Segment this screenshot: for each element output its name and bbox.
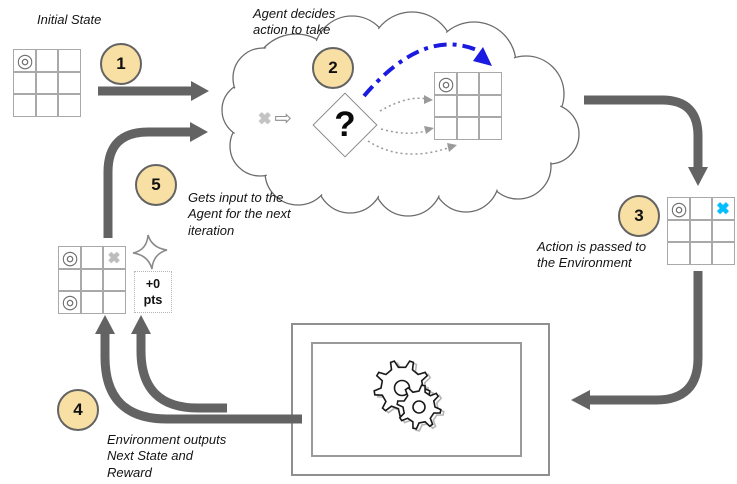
grid-cell	[35, 93, 59, 117]
grid-cell	[711, 219, 735, 243]
grid-cell	[57, 49, 81, 73]
step-badge-2: 2	[312, 47, 354, 89]
flow-arrow-action-to-env	[571, 271, 703, 410]
considered-state-grid: ◎	[434, 72, 502, 140]
grid-cell	[57, 93, 81, 117]
gets-input-line1: Gets input to the	[188, 190, 284, 205]
flow-arrow-step4-state	[95, 315, 302, 424]
grid-cell	[80, 268, 104, 292]
action-passed-label: Action is passed to the Environment	[537, 239, 646, 272]
grid-cell	[13, 93, 37, 117]
chosen-action-arrow	[362, 42, 492, 98]
initial-state-grid: ◎	[13, 49, 81, 117]
grid-cell	[102, 268, 126, 292]
grid-cell	[102, 290, 126, 314]
grid-cell	[434, 116, 458, 140]
flow-arrow-step4-reward	[131, 315, 227, 413]
grid-cell	[58, 268, 82, 292]
env-outputs-line3: Reward	[107, 464, 152, 480]
next-state-grid: ◎ ✖ ◎	[58, 246, 126, 314]
step-badge-4: 4	[57, 389, 99, 431]
grid-cell	[456, 72, 480, 96]
candidate-move-arrows	[367, 97, 449, 155]
environment-inner-box	[311, 342, 522, 457]
initial-state-label: Initial State	[37, 12, 102, 27]
gets-input-line2: Agent for the next	[188, 206, 291, 222]
grid-cell	[478, 116, 502, 140]
step-badge-5: 5	[135, 164, 177, 206]
gets-input-label: Gets input to the Agent for the next ite…	[188, 190, 291, 239]
grid-cell	[478, 72, 502, 96]
grid-cell	[35, 49, 59, 73]
grid-cell	[57, 71, 81, 95]
grid-cell: ◎	[13, 49, 37, 73]
step-badge-1: 1	[100, 43, 142, 85]
agent-decides-line1: Agent decides	[253, 6, 336, 21]
action-passed-line1: Action is passed to	[537, 239, 647, 254]
flow-arrow-step5	[103, 122, 208, 238]
grid-cell: ◎	[434, 72, 458, 96]
action-state-grid: ◎ ✖	[667, 197, 735, 265]
grid-cell	[35, 71, 59, 95]
star-icon	[132, 234, 168, 270]
grid-cell	[456, 94, 480, 118]
gets-input-line3: iteration	[188, 222, 235, 238]
grid-cell	[13, 71, 37, 95]
agent-decides-line2: action to take	[253, 22, 331, 38]
grid-cell	[478, 94, 502, 118]
grid-cell: ✖	[711, 197, 735, 221]
candidate-move-arrowheads	[424, 95, 457, 152]
grid-cell	[456, 116, 480, 140]
reward-unit: pts	[143, 293, 163, 307]
gear-icon	[373, 360, 445, 432]
grid-cell: ◎	[58, 246, 82, 270]
step-badge-3: 3	[618, 195, 660, 237]
env-outputs-line2: Next State and	[107, 448, 193, 464]
question-mark: ?	[334, 105, 356, 144]
env-outputs-line1: Environment outputs	[107, 432, 227, 447]
env-outputs-label: Environment outputs Next State and Rewar…	[107, 432, 226, 481]
grid-cell: ◎	[667, 197, 691, 221]
flow-arrow-step1	[98, 81, 209, 101]
grid-cell: ◎	[58, 290, 82, 314]
grid-cell	[711, 241, 735, 265]
grid-cell	[80, 246, 104, 270]
agent-decides-label: Agent decides action to take	[253, 6, 335, 39]
grid-cell	[434, 94, 458, 118]
maps-to-arrow-icon: ⇨	[274, 107, 293, 130]
grid-cell	[689, 197, 713, 221]
grid-cell	[667, 241, 691, 265]
agent-input-group: ✖ ⇨	[258, 108, 292, 129]
action-passed-line2: the Environment	[537, 255, 632, 271]
grid-cell	[667, 219, 691, 243]
x-piece-icon: ✖	[258, 110, 272, 128]
grid-cell	[80, 290, 104, 314]
grid-cell	[689, 219, 713, 243]
flow-arrow-cloud-to-action	[584, 95, 708, 186]
environment-box	[291, 323, 550, 476]
grid-cell	[689, 241, 713, 265]
reward-box: +0 pts	[134, 271, 172, 313]
reward-points: +0	[145, 276, 161, 291]
grid-cell: ✖	[102, 246, 126, 270]
